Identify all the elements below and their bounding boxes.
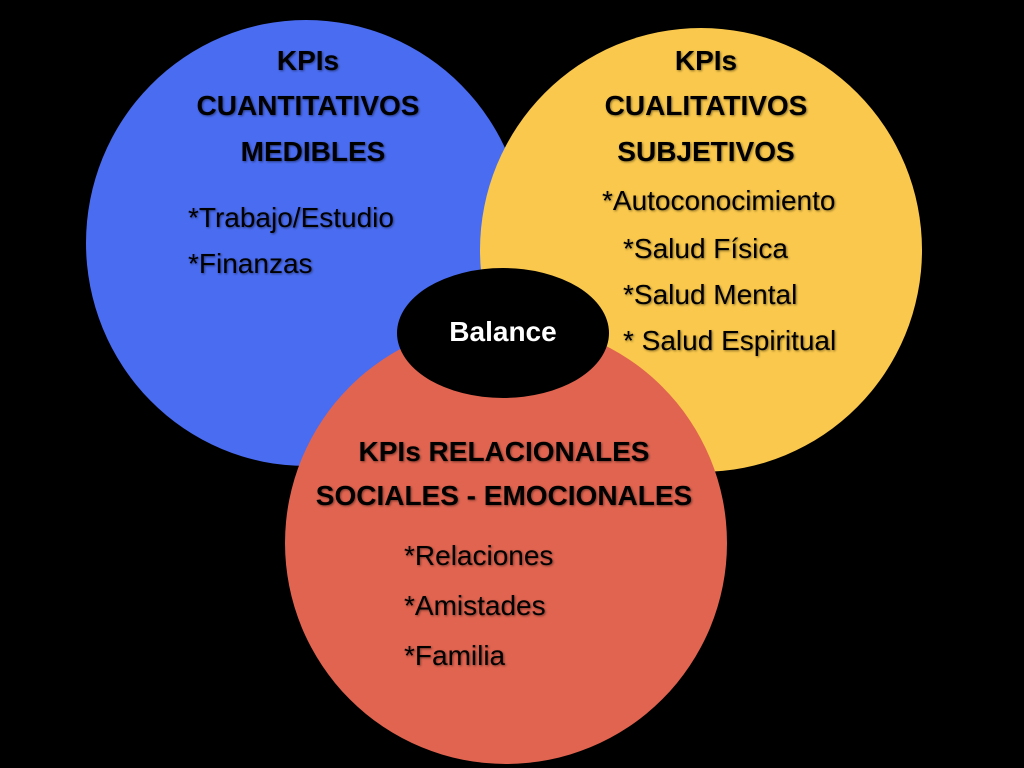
qualitative-item: *Autoconocimiento — [602, 185, 836, 216]
relational-item: *Relaciones — [404, 540, 554, 571]
balance-center-ellipse — [397, 268, 609, 398]
qualitative-title-line-1: KPIs — [674, 45, 738, 76]
qualitative-item: * Salud Espiritual — [623, 325, 837, 356]
qualitative-title-line-2: CUALITATIVOS — [604, 90, 808, 121]
quantitative-title-line-3: MEDIBLES — [240, 136, 386, 167]
relational-title-line-2: SOCIALES - EMOCIONALES — [315, 480, 693, 511]
qualitative-title-line-3: SUBJETIVOS — [617, 136, 795, 167]
relational-item: *Familia — [404, 640, 506, 671]
relational-title-line-1: KPIs RELACIONALES — [358, 436, 650, 467]
quantitative-title-line-2: CUANTITATIVOS — [196, 90, 420, 121]
quantitative-item: *Trabajo/Estudio — [188, 202, 394, 233]
balance-label: Balance — [449, 316, 557, 347]
qualitative-item: *Salud Mental — [623, 279, 798, 310]
relational-item: *Amistades — [404, 590, 546, 621]
qualitative-item: *Salud Física — [623, 233, 788, 264]
quantitative-title-line-1: KPIs — [276, 45, 340, 76]
quantitative-item: *Finanzas — [188, 248, 313, 279]
